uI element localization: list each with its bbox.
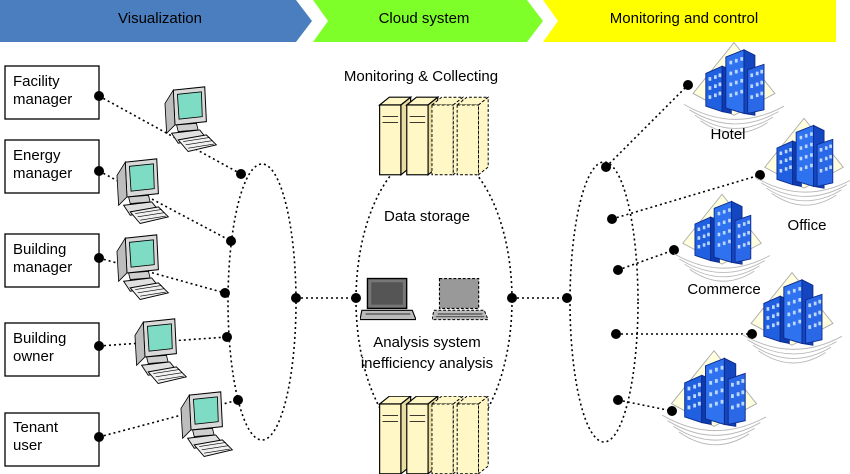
right-connectors	[605, 84, 761, 412]
user-box-facility-manager: Facility manager	[4, 65, 100, 120]
header-monitoring: Monitoring and control	[543, 0, 836, 42]
user-label-line2: owner	[13, 348, 54, 365]
user-label-line2: manager	[13, 91, 72, 108]
inefficiency-analysis-label: inefficiency analysis	[361, 355, 493, 372]
building-icon	[674, 193, 770, 282]
right-hub-ellipse	[569, 161, 639, 443]
analysis-system-label: Analysis system	[373, 334, 481, 351]
hotel-label: Hotel	[710, 126, 745, 143]
data-storage-label: Data storage	[384, 208, 470, 225]
user-label-line1: Energy	[13, 147, 61, 164]
building-icon	[684, 42, 784, 134]
header-cloud: Cloud system	[313, 0, 543, 42]
computer-icon	[116, 158, 169, 225]
user-box-energy-manager: Energy manager	[4, 139, 100, 194]
user-label-line1: Building	[13, 330, 66, 347]
cloud-right-dot	[507, 293, 517, 303]
user-box-building-owner: Building owner	[4, 322, 100, 377]
user-label-line1: Building	[13, 241, 66, 258]
user-label-line1: Tenant	[13, 419, 59, 436]
monitoring-collecting-label: Monitoring & Collecting	[344, 68, 498, 85]
user-label-line2: manager	[13, 259, 72, 276]
office-label: Office	[788, 217, 827, 234]
header-monitoring-label: Monitoring and control	[610, 10, 758, 27]
computer-icon	[180, 391, 233, 458]
user-label-line2: user	[13, 437, 42, 454]
cloud-left-dot	[351, 293, 361, 303]
laptop-icon	[432, 277, 488, 321]
user-box-tenant-user: Tenant user	[4, 412, 100, 467]
left-hub-dots	[220, 169, 301, 405]
header-visualization: Visualization	[0, 0, 312, 42]
building-icon	[756, 117, 850, 206]
user-label-line1: Facility	[13, 73, 60, 90]
header-visualization-label: Visualization	[118, 10, 202, 27]
server-icon	[379, 396, 489, 474]
building-icon	[662, 350, 766, 446]
header-cloud-arrow	[313, 0, 543, 42]
computer-icon	[116, 234, 169, 301]
user-label-line2: manager	[13, 165, 72, 182]
header-monitoring-arrow	[543, 0, 836, 42]
header-visualization-arrow	[0, 0, 312, 42]
right-hub-dots	[562, 80, 765, 416]
laptop-icon	[360, 277, 416, 321]
computer-icon	[164, 86, 217, 153]
header-cloud-label: Cloud system	[379, 10, 470, 27]
computer-icon	[134, 318, 187, 385]
left-connectors	[98, 95, 567, 438]
left-connector-dots	[94, 91, 104, 442]
server-icon	[379, 96, 489, 176]
user-box-building-manager: Building manager	[4, 233, 100, 288]
commerce-label: Commerce	[687, 281, 760, 298]
